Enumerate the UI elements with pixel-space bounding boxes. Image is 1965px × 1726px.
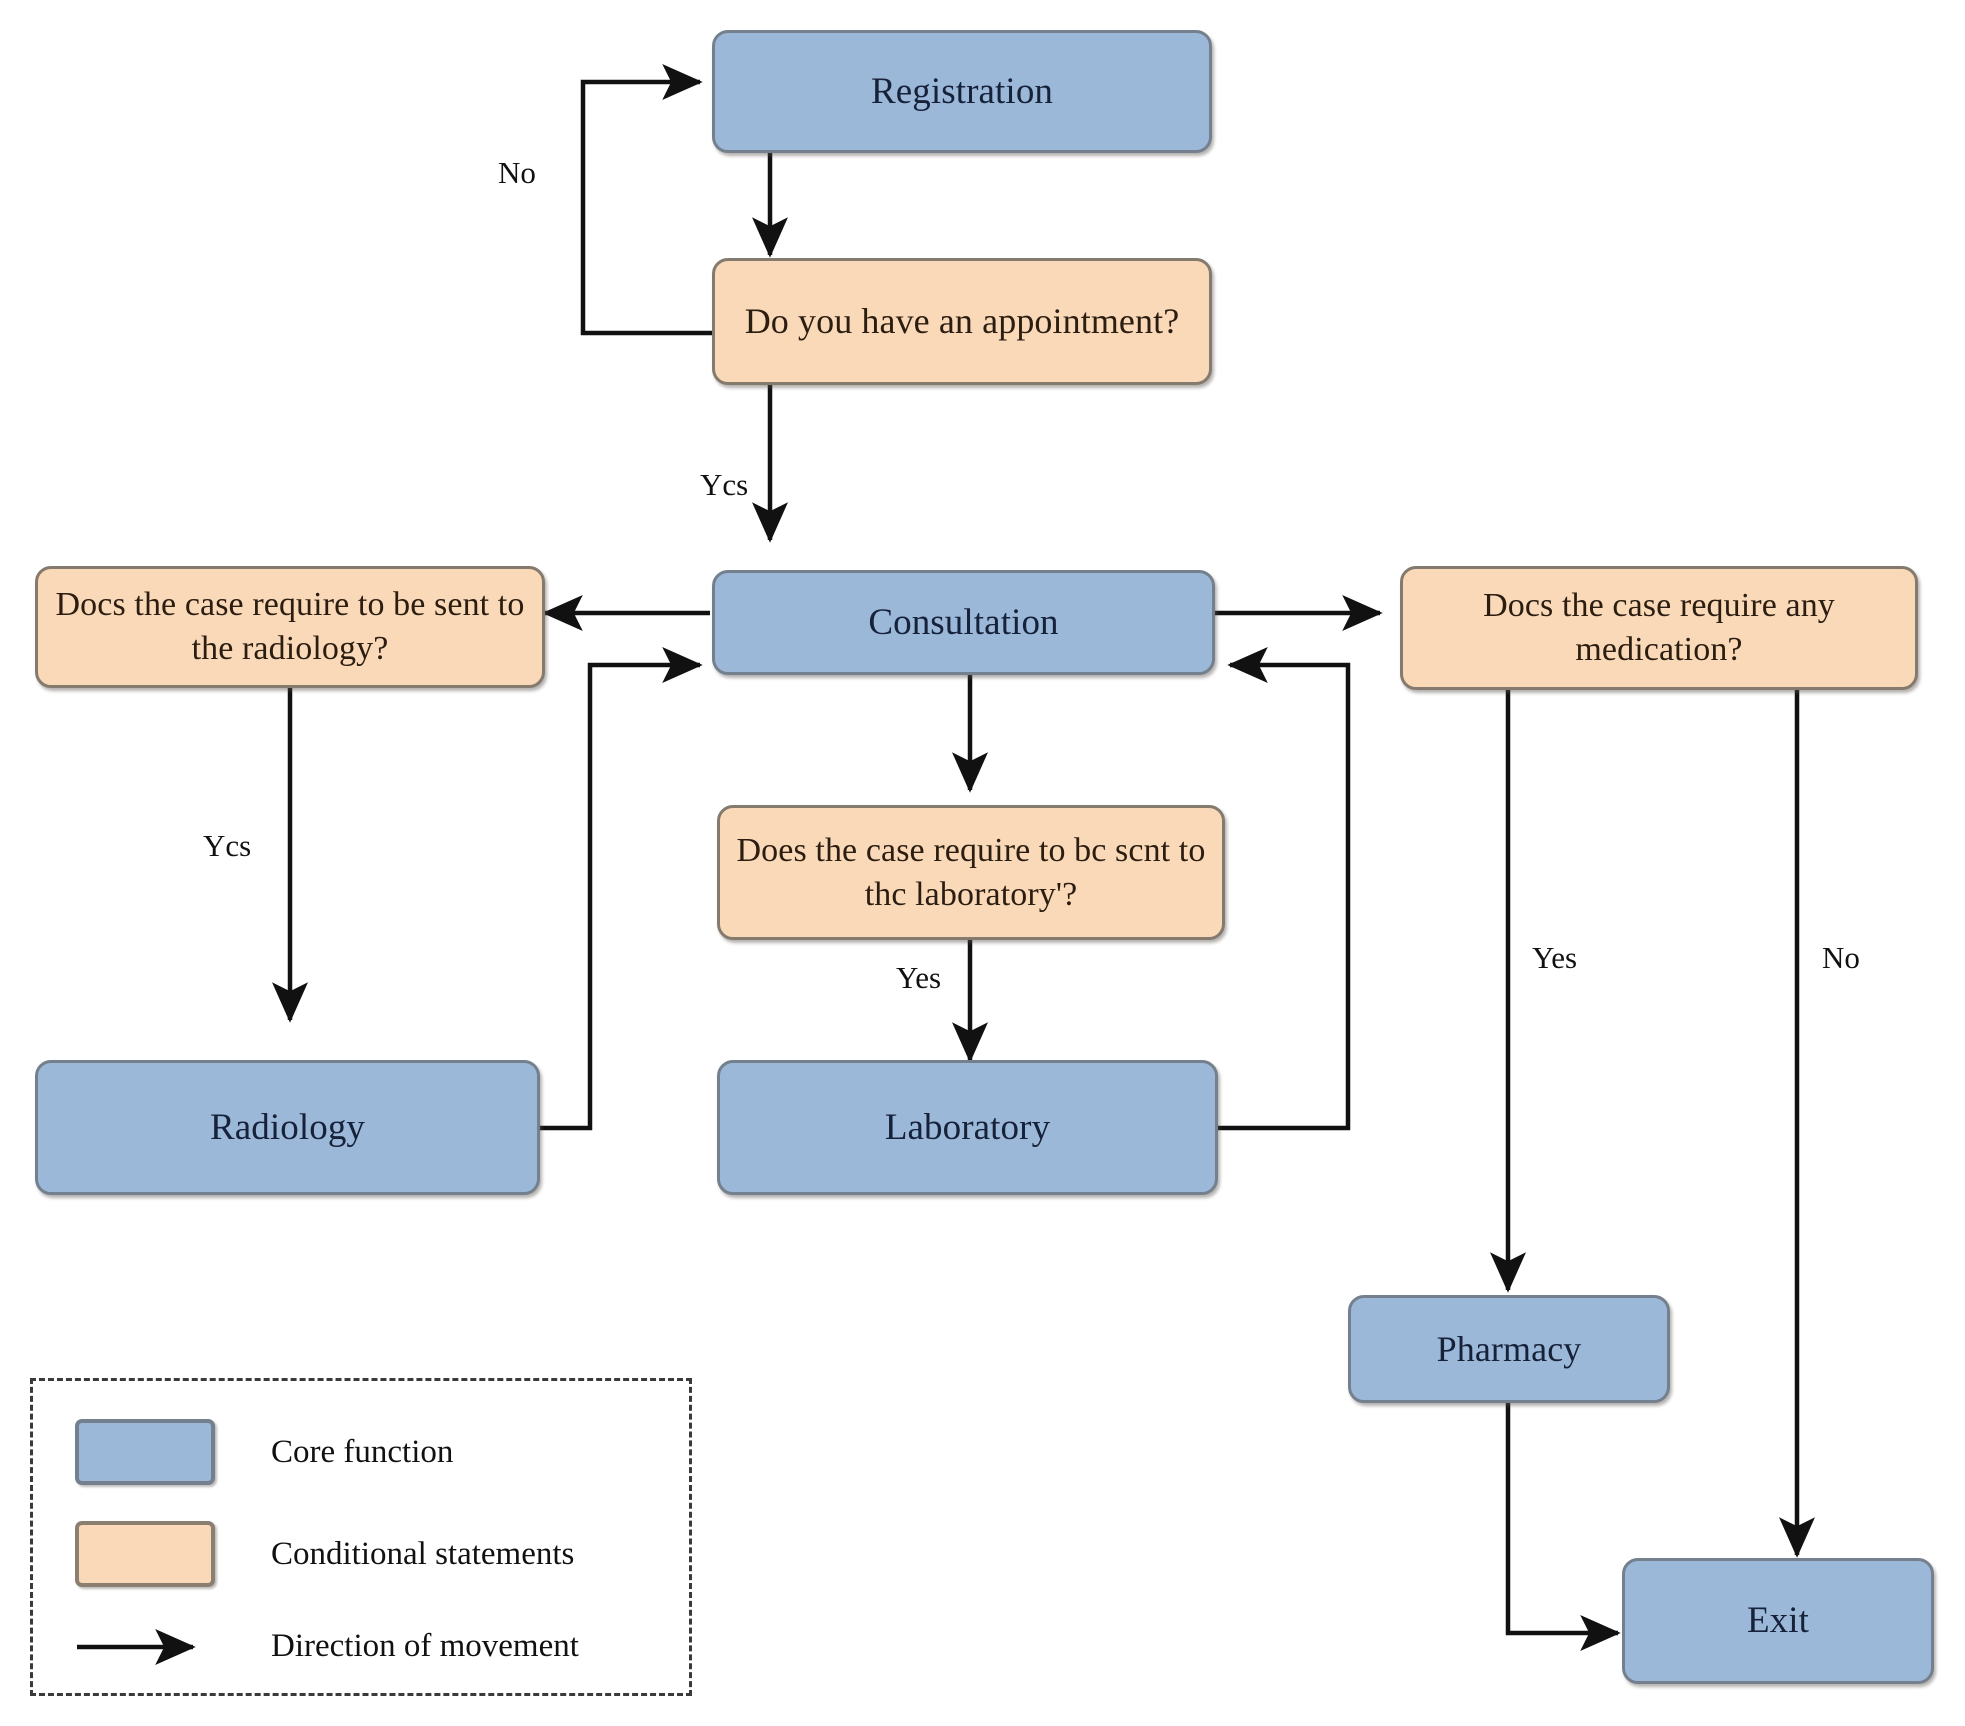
node-medication-decision[interactable]: Docs the case require any medication? [1400,566,1918,690]
node-exit-label: Exit [1746,1600,1810,1642]
legend-swatch-conditional-statements [75,1521,215,1587]
legend-box: Core function Conditional statements Dir… [30,1378,692,1696]
node-radiology-decision[interactable]: Docs the case require to be sent to the … [35,566,545,688]
node-exit[interactable]: Exit [1622,1558,1934,1684]
legend-label-direction-of-movement: Direction of movement [271,1627,579,1664]
node-consultation-label: Consultation [868,601,1059,643]
edge-label-laboratory-yes: Yes [896,960,942,995]
legend-item-core-function: Core function [75,1419,453,1485]
node-radiology[interactable]: Radiology [35,1060,540,1195]
node-registration-label: Registration [870,70,1054,112]
node-laboratory-label: Laboratory [884,1106,1051,1148]
legend-item-direction-of-movement: Direction of movement [75,1613,579,1679]
node-appointment-decision-label: Do you have an appointment? [744,301,1180,342]
edge-laboratory-to-consultation [1218,647,1351,1131]
legend-label-core-function: Core function [271,1433,454,1470]
node-medication-decision-label: Docs the case require any medication? [1483,587,1835,668]
legend-arrow-icon [75,1613,215,1679]
edge-pharmacy-to-exit [1505,1400,1621,1651]
node-laboratory-decision[interactable]: Does the case require to bc scnt to thc … [717,805,1225,940]
node-radiology-label: Radiology [209,1106,366,1148]
edge-label-radiology-yes: Ycs [203,828,252,863]
edge-label-appointment-yes: Ycs [700,467,749,502]
edge-appointment-no-to-registration [580,64,717,336]
node-laboratory[interactable]: Laboratory [717,1060,1218,1195]
legend-item-conditional-statements: Conditional statements [75,1521,574,1587]
edge-label-medication-no: No [1822,940,1860,975]
legend-label-conditional-statements: Conditional statements [271,1535,575,1572]
node-consultation[interactable]: Consultation [712,570,1215,675]
legend-swatch-core-function [75,1419,215,1485]
node-radiology-decision-label: Docs the case require to be sent to the … [55,586,525,667]
edge-radiology-to-consultation [540,647,703,1131]
node-pharmacy[interactable]: Pharmacy [1348,1295,1670,1403]
edge-label-medication-yes: Yes [1532,940,1578,975]
node-appointment-decision[interactable]: Do you have an appointment? [712,258,1212,385]
node-pharmacy-label: Pharmacy [1436,1328,1582,1369]
node-registration[interactable]: Registration [712,30,1212,153]
edge-label-appointment-no: No [498,155,536,190]
node-laboratory-decision-label: Does the case require to bc scnt to thc … [736,831,1206,913]
